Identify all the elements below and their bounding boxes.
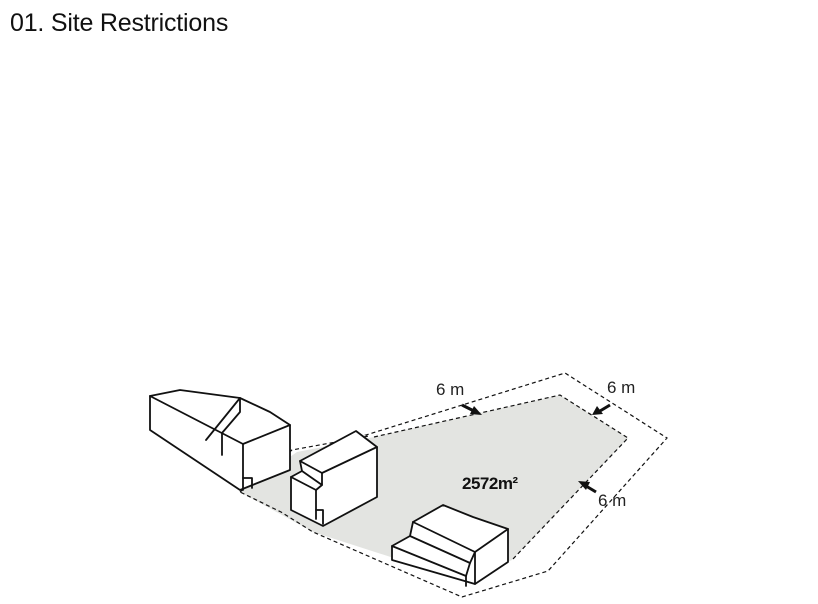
setback-arrow-bottom [578,481,597,494]
buildable-area [240,395,628,580]
neighbor-building-middle [290,430,378,527]
page-title: 01. Site Restrictions [10,9,229,37]
neighbor-building-left [149,389,291,491]
neighbor-building-bottom [391,504,509,587]
site-area-label: 2572m² [462,474,518,493]
setback-label-top: 6 m [436,380,464,399]
setback-label-bottom: 6 m [598,491,626,510]
setback-arrow-top [461,403,482,415]
setback-label-right: 6 m [607,378,635,397]
setback-arrow-right [592,403,611,415]
